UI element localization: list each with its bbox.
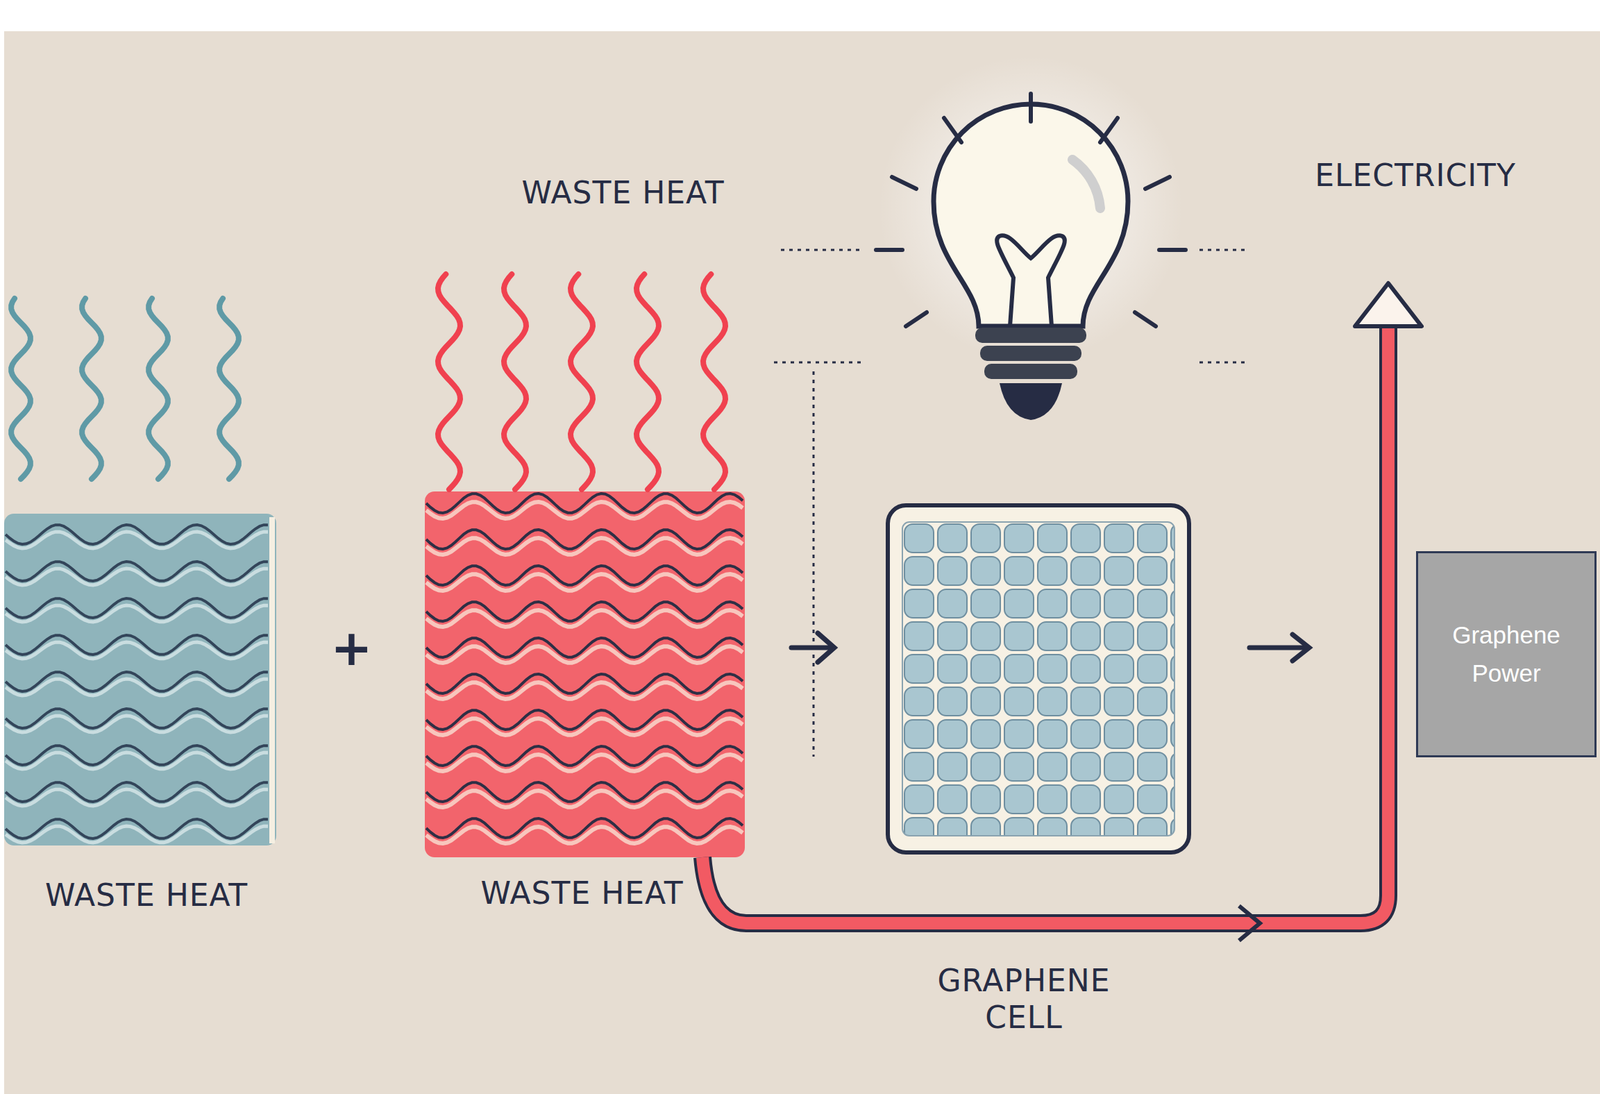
wave-line xyxy=(5,715,268,733)
block-edge xyxy=(269,517,275,844)
output-label: ELECTRICITY xyxy=(1314,157,1517,193)
wave-line xyxy=(426,710,743,730)
block-fill xyxy=(4,513,277,846)
wave-line xyxy=(426,601,743,622)
heat-squiggles xyxy=(11,274,726,490)
output-box: Graphene Power xyxy=(1416,551,1597,758)
hot-heat-block: WASTE HEAT WASTE HEAT xyxy=(424,174,745,911)
wave-line xyxy=(5,642,268,659)
block-label: WASTE HEAT xyxy=(480,875,684,911)
wave-line xyxy=(5,789,268,806)
wave-line xyxy=(426,529,743,550)
cool-heat-block: WASTE HEAT xyxy=(4,513,289,913)
heat-line xyxy=(438,274,461,490)
block-label: WASTE HEAT xyxy=(521,174,724,211)
steam-line xyxy=(219,298,239,479)
wave-line xyxy=(5,561,268,581)
wave-line xyxy=(5,708,268,729)
wave-line xyxy=(5,531,268,549)
flow-arrow xyxy=(791,633,1310,663)
wave-line xyxy=(5,678,268,696)
wave-line xyxy=(5,605,268,622)
cool-wave-block xyxy=(4,513,277,846)
wave-line xyxy=(426,746,743,766)
wave-line xyxy=(5,524,268,545)
wave-line xyxy=(5,752,268,770)
wave-line xyxy=(5,598,268,618)
steam-line xyxy=(148,298,168,479)
wave-line xyxy=(5,635,268,655)
heat-line xyxy=(503,274,527,490)
wave-line xyxy=(5,826,268,843)
wave-line xyxy=(5,782,268,802)
path-label: GRAPHENE CELL xyxy=(919,962,1128,1037)
background xyxy=(4,31,1600,1094)
block-label: WASTE HEAT xyxy=(45,877,248,913)
block-fill xyxy=(424,491,745,858)
steam-line xyxy=(11,298,31,479)
plus-sign: + xyxy=(330,618,373,677)
wave-line xyxy=(426,818,743,838)
output-path xyxy=(702,283,1422,941)
heat-line xyxy=(703,274,726,490)
wave-line xyxy=(426,674,743,694)
wave-line xyxy=(426,782,743,802)
box-text: Graphene Power xyxy=(1429,616,1583,693)
steam-line xyxy=(81,298,102,479)
wave-line xyxy=(5,819,268,839)
wave-line xyxy=(5,568,268,586)
wave-line xyxy=(426,565,743,586)
wave-line xyxy=(426,493,743,513)
hot-wave-block xyxy=(424,491,745,858)
wave-line xyxy=(426,637,743,658)
heat-line xyxy=(636,274,659,490)
wave-line xyxy=(5,671,268,692)
heat-line xyxy=(570,274,593,490)
wave-line xyxy=(5,745,268,765)
graphene-grid xyxy=(887,505,1190,853)
